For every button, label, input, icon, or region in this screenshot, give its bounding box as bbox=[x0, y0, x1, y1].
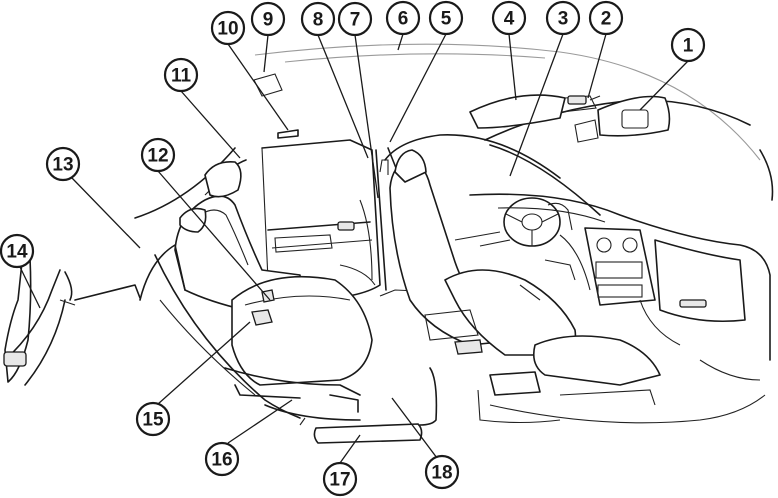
glove-box-handle bbox=[679, 299, 707, 308]
rear-quarter-arc bbox=[134, 147, 236, 219]
callout-6: 6 bbox=[385, 0, 421, 36]
interior-drawing bbox=[3, 43, 774, 444]
leader-6 bbox=[397, 33, 404, 51]
callout-9: 9 bbox=[250, 1, 286, 37]
callout-8-label: 8 bbox=[313, 10, 324, 31]
callout-7-label: 7 bbox=[350, 10, 361, 31]
callout-3-label: 3 bbox=[558, 9, 569, 30]
callout-8: 8 bbox=[300, 1, 336, 37]
glove-box bbox=[654, 239, 746, 323]
leader-9 bbox=[263, 34, 269, 73]
leader-8 bbox=[317, 34, 369, 159]
audio-unit bbox=[595, 261, 643, 279]
callout-16: 16 bbox=[204, 441, 240, 477]
callout-10: 10 bbox=[210, 10, 246, 46]
callout-2-label: 2 bbox=[601, 9, 612, 30]
callout-1-label: 1 bbox=[683, 36, 694, 57]
rear-trim-panel bbox=[4, 257, 32, 383]
dashboard bbox=[469, 193, 771, 361]
leader-15 bbox=[157, 321, 251, 405]
callout-13: 13 bbox=[45, 146, 81, 182]
callout-12-label: 12 bbox=[147, 146, 168, 167]
callout-4-label: 4 bbox=[504, 9, 515, 30]
leader-4 bbox=[508, 33, 517, 101]
callout-5: 5 bbox=[428, 0, 464, 36]
sun-visor-right bbox=[597, 95, 671, 137]
climate-control bbox=[597, 284, 643, 298]
leader-5 bbox=[389, 33, 447, 143]
leader-12 bbox=[157, 170, 271, 301]
vent-left bbox=[596, 237, 612, 253]
callout-17: 17 bbox=[322, 461, 358, 497]
b-pillar bbox=[375, 149, 387, 291]
callouts: 1 2 3 4 5 6 7 8 bbox=[0, 0, 706, 497]
leader-10 bbox=[227, 43, 289, 131]
callout-11-label: 11 bbox=[171, 66, 192, 87]
callout-18: 18 bbox=[424, 454, 460, 490]
callout-3: 3 bbox=[545, 0, 581, 36]
callout-15-label: 15 bbox=[142, 410, 164, 431]
callout-14: 14 bbox=[0, 233, 35, 269]
front-headrest bbox=[394, 149, 427, 183]
visor-clip bbox=[567, 95, 587, 105]
rear-headrest bbox=[204, 160, 242, 198]
rear-floor-line bbox=[264, 404, 361, 421]
dome-light bbox=[253, 73, 283, 97]
vent-right bbox=[622, 237, 638, 253]
rear-door-handle bbox=[337, 221, 355, 231]
sun-visor-left bbox=[469, 94, 566, 129]
callout-13-label: 13 bbox=[52, 155, 73, 176]
callout-7: 7 bbox=[337, 1, 373, 37]
vanity-mirror bbox=[621, 109, 649, 129]
callout-17-label: 17 bbox=[329, 470, 350, 491]
callout-14-label: 14 bbox=[6, 242, 28, 263]
callout-11: 11 bbox=[163, 57, 199, 93]
callout-1: 1 bbox=[670, 27, 706, 63]
leader-13 bbox=[71, 177, 141, 249]
callout-4: 4 bbox=[491, 0, 527, 36]
leader-2 bbox=[587, 33, 607, 99]
callout-6-label: 6 bbox=[398, 9, 409, 30]
leader-11 bbox=[180, 90, 241, 159]
callout-18-label: 18 bbox=[431, 463, 452, 484]
leader-16 bbox=[227, 399, 293, 444]
callout-9-label: 9 bbox=[263, 10, 274, 31]
leader-7 bbox=[354, 34, 379, 199]
rear-seat-cushion bbox=[231, 275, 373, 386]
callout-15: 15 bbox=[135, 401, 171, 437]
front-seat-cushion bbox=[444, 269, 577, 356]
seat-rails bbox=[424, 309, 479, 341]
rear-trim-switch bbox=[3, 351, 27, 367]
driver-seat-cushion bbox=[532, 335, 661, 386]
leader-18 bbox=[391, 397, 438, 459]
callout-10-label: 10 bbox=[217, 19, 238, 40]
floor-area bbox=[419, 367, 438, 426]
callout-5-label: 5 bbox=[441, 9, 452, 30]
callout-2: 2 bbox=[588, 0, 624, 36]
leader-3 bbox=[509, 33, 564, 177]
callout-16-label: 16 bbox=[211, 450, 232, 471]
leader-lines bbox=[19, 33, 689, 464]
leader-17 bbox=[339, 434, 361, 464]
seatbelt-buckle bbox=[251, 309, 273, 326]
scuff-plate bbox=[313, 423, 423, 444]
windshield-frame bbox=[384, 134, 561, 179]
leader-14 bbox=[19, 266, 41, 309]
callout-12: 12 bbox=[140, 137, 176, 173]
leader-1 bbox=[639, 60, 689, 111]
